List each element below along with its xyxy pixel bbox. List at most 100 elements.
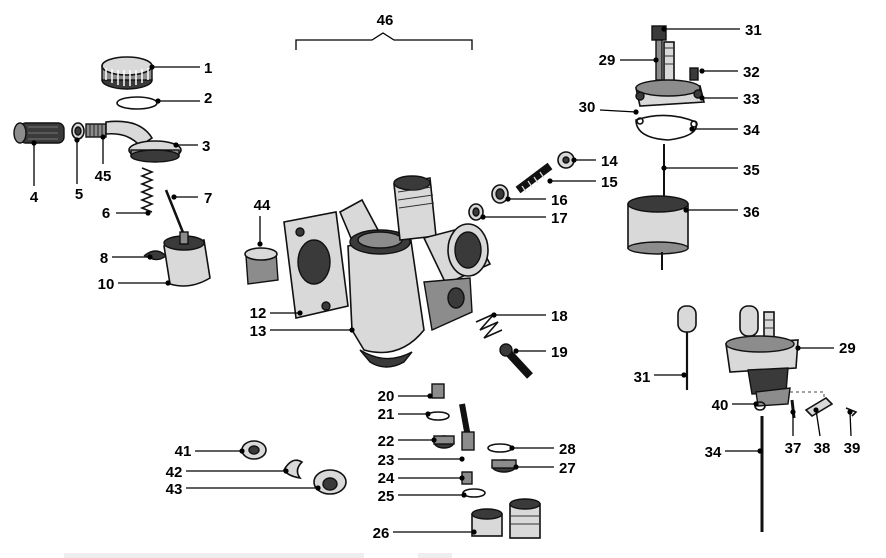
leader-dot [661,26,667,32]
callout-label: 27 [559,460,576,477]
part-41-washer [241,440,267,460]
leader-dot [100,134,106,140]
callout-label: 12 [250,305,267,322]
leader-dot [431,437,437,443]
callout-label: 14 [601,153,618,170]
callout-label: 40 [712,397,729,414]
leader-dot [427,393,433,399]
leader-dot [513,348,519,354]
leader-dot [155,98,161,104]
callout-label: 3 [202,138,210,155]
part-3-elbow-cap [105,120,182,163]
callout-label: 1 [204,60,212,77]
part-8-clip [143,250,168,261]
part-29-33-float-chamber-lid [635,41,706,107]
leader-dot [74,137,80,143]
leader-dot [145,210,151,216]
part-37-pin [790,399,796,419]
callout-label: 8 [100,250,108,267]
leader-dot [699,95,705,101]
part-26-hex-plug [471,498,541,539]
part-27-nut [491,459,517,473]
leader-dot [239,448,245,454]
part-2-ring [116,96,158,110]
part-12-13-carburettor-body [283,175,492,368]
callout-label: 17 [551,210,568,227]
callout-label: 7 [204,190,212,207]
callout-label: 42 [166,464,183,481]
callout-label: 35 [743,162,760,179]
leader-dot [147,254,153,260]
callout-label: 23 [378,452,395,469]
callout-label: 46 [377,12,394,29]
callout-label: 29 [839,340,856,357]
callout-label: 45 [95,168,112,185]
callout-label: 18 [551,308,568,325]
leader-dot [681,372,687,378]
leader-dot [149,64,155,70]
leader-dot [699,68,705,74]
part-22-jet-holder [433,435,455,449]
leader-dot [461,492,467,498]
leader-dot [297,310,303,316]
callout-label: 15 [601,174,618,191]
part-43-nut [313,469,347,495]
part-30-34-gasket [635,114,698,141]
leader-dot [847,409,853,415]
leader-dot [425,411,431,417]
leader-dot [661,165,667,171]
callout-label: 38 [814,440,831,457]
part-6-spring [139,167,155,213]
leader-dot [571,157,577,163]
part-45-threaded-sleeve [85,123,107,138]
leader-line [849,411,852,437]
leader-line [599,109,637,113]
leader-dot [653,57,659,63]
callout-label: 33 [743,91,760,108]
leader-dot [283,468,289,474]
leader-dot [753,401,759,407]
callout-label: 28 [559,441,576,458]
leader-dot [790,409,796,415]
callout-label: 21 [378,406,395,423]
leader-dot [813,407,819,413]
callout-label: 43 [166,481,183,498]
leader-dot [315,485,321,491]
leader-dot [757,448,763,454]
part-31-tickler-rod [677,305,697,390]
callout-label: 32 [743,64,760,81]
part-15-adjusting-screw [515,162,553,194]
leader-dot [459,456,465,462]
part-10-slide [163,231,211,287]
callout-label: 4 [30,189,39,206]
footer-strip [418,553,452,558]
callout-label: 6 [102,205,110,222]
leader-line [815,409,821,437]
callout-label: 24 [378,470,395,487]
callout-label: 29 [599,52,616,69]
callout-label: 13 [250,323,267,340]
leader-dot [513,464,519,470]
callout-label: 2 [204,90,212,107]
leader-dot [471,529,477,535]
leader-dot [31,140,37,146]
callout-label: 34 [705,444,722,461]
leader-dot [171,194,177,200]
callout-label: 31 [745,22,762,39]
part-38-lever [804,396,834,418]
callout-label: 25 [378,488,395,505]
callout-label: 36 [743,204,760,221]
part-5-ring [71,122,85,140]
part-17-ring [468,203,484,221]
callout-label: 34 [743,122,760,139]
part-36-float [627,195,689,270]
part-46-group-bracket [295,32,473,50]
leader-dot [689,126,695,132]
callout-label: 39 [844,440,861,457]
leader-dot [165,280,171,286]
callout-label: 31 [634,369,651,386]
footer-strip [64,553,364,558]
part-23-needle-jet [459,403,475,451]
callout-label: 20 [378,388,395,405]
